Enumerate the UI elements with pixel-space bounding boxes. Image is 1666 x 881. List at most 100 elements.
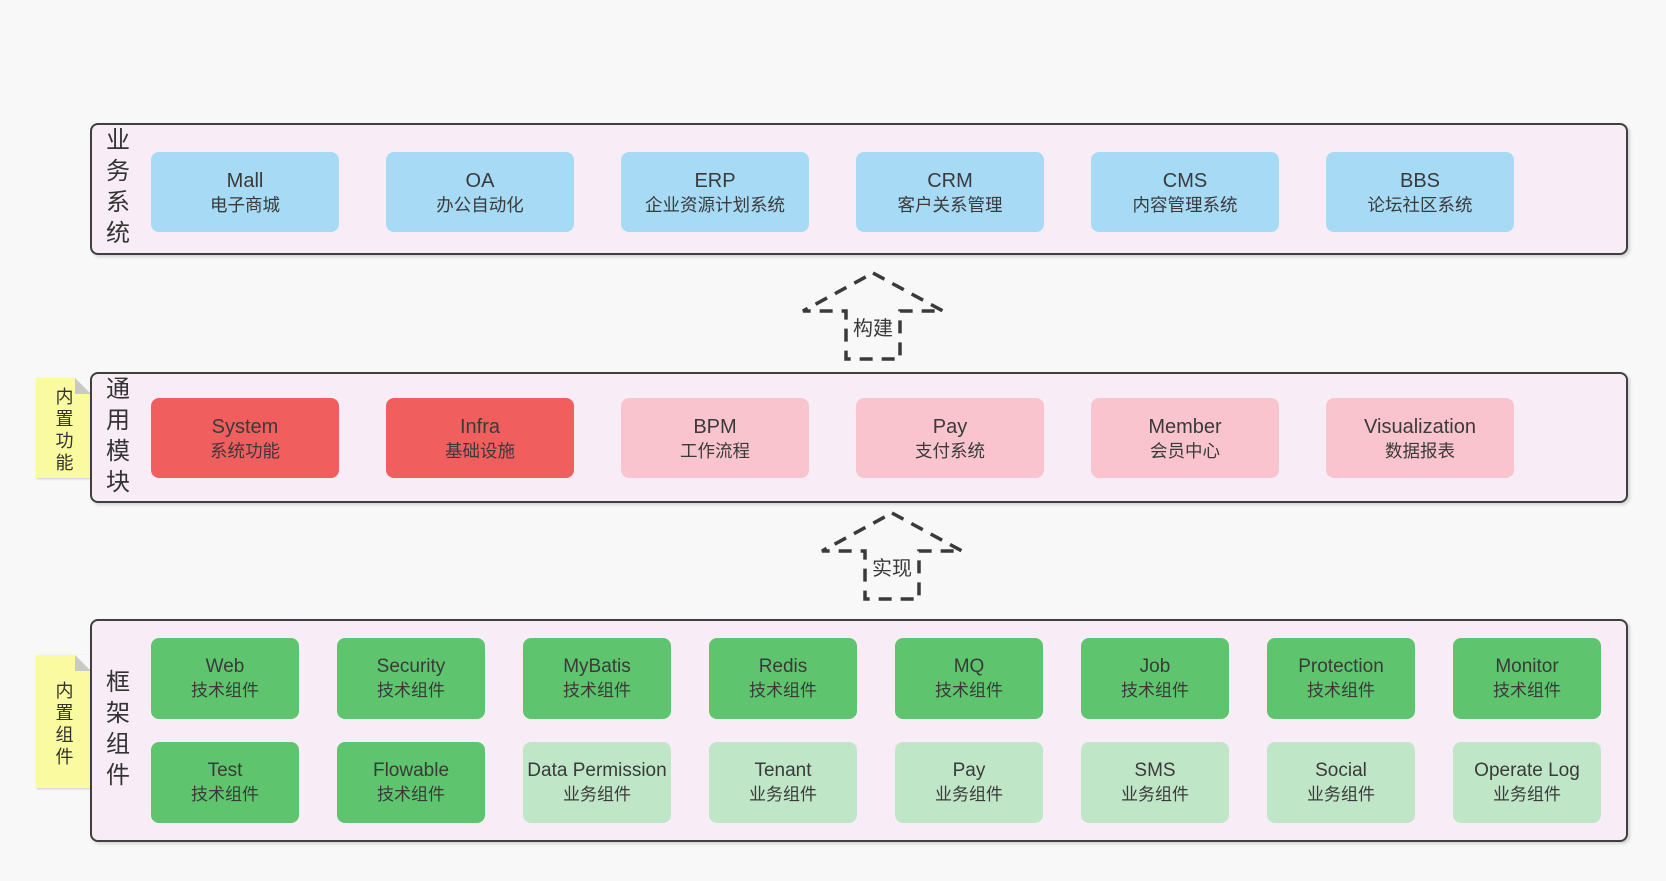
arrow-implement: 实现 bbox=[817, 510, 967, 602]
module-desc: 技术组件 bbox=[1493, 680, 1561, 700]
module-desc: 技术组件 bbox=[563, 680, 631, 700]
module-desc: 业务组件 bbox=[1493, 784, 1561, 804]
module-name: CMS bbox=[1162, 169, 1208, 192]
module-desc: 数据报表 bbox=[1385, 440, 1455, 461]
sticky-note-built-in-features: 内置功能 bbox=[36, 378, 91, 478]
module-name: Job bbox=[1139, 656, 1171, 678]
module-name: Social bbox=[1315, 760, 1367, 782]
module-desc: 业务组件 bbox=[563, 784, 631, 804]
module-name: ERP bbox=[694, 169, 736, 192]
band-label-wrap: 通用模块 bbox=[98, 374, 132, 501]
arrow-implement-label: 实现 bbox=[872, 558, 912, 580]
band-label-common-modules: 通用模块 bbox=[101, 375, 129, 500]
module-desc: 系统功能 bbox=[210, 440, 280, 461]
module-desc: 技术组件 bbox=[377, 680, 445, 700]
up-arrow-icon bbox=[802, 271, 944, 361]
module-desc: 电子商城 bbox=[210, 194, 280, 215]
module-name: Redis bbox=[758, 656, 808, 678]
module-name: Security bbox=[376, 656, 446, 678]
module-desc: 技术组件 bbox=[749, 680, 817, 700]
module-desc: 业务组件 bbox=[1121, 784, 1189, 804]
module-name: Pay bbox=[932, 415, 968, 438]
module-name: Tenant bbox=[754, 760, 812, 782]
module-desc: 工作流程 bbox=[680, 440, 750, 461]
module-desc: 业务组件 bbox=[935, 784, 1003, 804]
sticky-note-built-in-components: 内置组件 bbox=[36, 655, 91, 788]
module-desc: 企业资源计划系统 bbox=[645, 194, 785, 215]
module-name: MyBatis bbox=[563, 656, 631, 678]
module-desc: 技术组件 bbox=[191, 680, 259, 700]
sticky-label: 内置组件 bbox=[53, 680, 74, 769]
module-name: SMS bbox=[1134, 760, 1176, 782]
module-name: Data Permission bbox=[527, 760, 667, 782]
module-desc: 会员中心 bbox=[1150, 440, 1220, 461]
module-name: Test bbox=[207, 760, 243, 782]
sticky-label: 内置功能 bbox=[53, 387, 74, 475]
module-desc: 办公自动化 bbox=[436, 194, 524, 215]
module-name: Mall bbox=[226, 169, 264, 192]
module-name: BBS bbox=[1399, 169, 1441, 192]
band-label-framework-components: 框架组件 bbox=[101, 668, 129, 793]
module-name: Infra bbox=[459, 415, 501, 438]
module-name: Visualization bbox=[1364, 415, 1476, 438]
module-name: System bbox=[211, 415, 279, 438]
module-desc: 技术组件 bbox=[1307, 680, 1375, 700]
up-arrow-icon bbox=[821, 511, 963, 601]
module-name: Monitor bbox=[1495, 656, 1559, 678]
module-name: Flowable bbox=[372, 760, 450, 782]
module-name: Member bbox=[1148, 415, 1222, 438]
module-name: Protection bbox=[1298, 656, 1384, 678]
band-label-wrap: 业务系统 bbox=[98, 125, 132, 253]
module-desc: 内容管理系统 bbox=[1132, 194, 1238, 215]
module-desc: 技术组件 bbox=[191, 784, 259, 804]
arrow-build-label: 构建 bbox=[853, 318, 893, 340]
module-name: Pay bbox=[952, 760, 986, 782]
module-desc: 论坛社区系统 bbox=[1367, 194, 1473, 215]
module-desc: 业务组件 bbox=[749, 784, 817, 804]
module-name: Operate Log bbox=[1474, 760, 1580, 782]
module-desc: 技术组件 bbox=[935, 680, 1003, 700]
module-desc: 支付系统 bbox=[915, 440, 985, 461]
module-desc: 业务组件 bbox=[1307, 784, 1375, 804]
module-name: BPM bbox=[693, 415, 737, 438]
module-desc: 客户关系管理 bbox=[897, 194, 1003, 215]
module-desc: 技术组件 bbox=[377, 784, 445, 804]
module-name: CRM bbox=[927, 169, 973, 192]
module-name: OA bbox=[465, 169, 495, 192]
module-desc: 基础设施 bbox=[445, 440, 515, 461]
module-desc: 技术组件 bbox=[1121, 680, 1189, 700]
band-label-business-systems: 业务系统 bbox=[101, 127, 129, 251]
